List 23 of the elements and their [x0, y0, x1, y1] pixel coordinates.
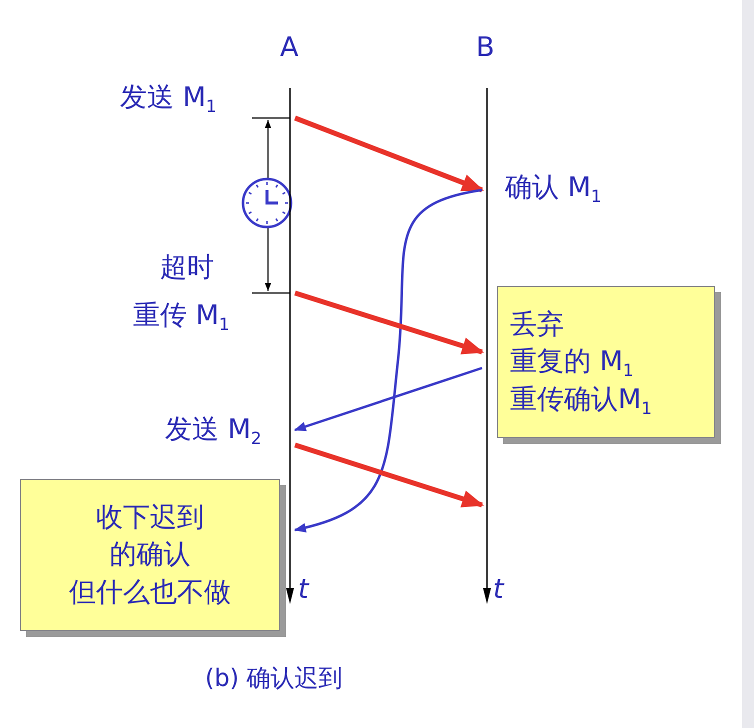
event-label: 重传 M$_{1}$	[133, 300, 230, 332]
timeline-arrow	[482, 88, 492, 604]
event-label: 发送 M$_{2}$	[165, 414, 262, 446]
event-label: 超时	[160, 252, 214, 284]
column-label: A	[280, 32, 298, 64]
time-axis-label: t	[493, 574, 504, 606]
note-text: 收下迟到	[96, 501, 204, 536]
event-label: 发送 M$_{1}$	[120, 82, 217, 114]
event-label: 确认 M$_{1}$	[505, 172, 602, 204]
arrow	[294, 366, 482, 432]
timeline-arrow	[285, 88, 295, 604]
note-text: 但什么也不做	[69, 576, 231, 610]
note-text: 重复的 M$_{1}$	[510, 345, 634, 381]
arrow	[294, 290, 484, 354]
caption: (b) 确认迟到	[205, 664, 343, 693]
arrow	[294, 188, 482, 532]
note-text: 的确认	[110, 538, 190, 572]
arrow	[294, 116, 484, 192]
note-text: 重传确认M$_{1}$	[510, 382, 652, 418]
arrow	[294, 442, 484, 508]
column-label: B	[476, 32, 495, 64]
note-text: 丢弃	[510, 308, 564, 342]
time-axis-label: t	[298, 574, 309, 606]
